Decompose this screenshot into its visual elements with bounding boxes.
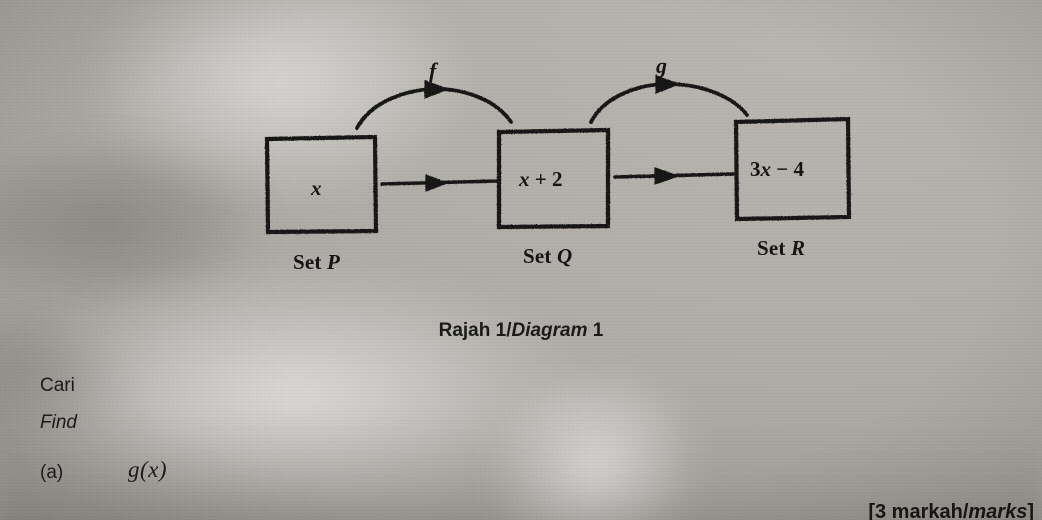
caption-number: 1 (587, 320, 604, 341)
caption-malay: Rajah 1/ (438, 320, 512, 341)
instruction-malay-text: Cari (40, 375, 75, 396)
diagram-caption: Rajah 1/Diagram 1 (0, 320, 1042, 342)
set-label-P-prefix: Set (293, 250, 328, 274)
marks-bracket-close: ] (1027, 501, 1034, 520)
arrow-P-to-Q-head (425, 174, 449, 192)
mapping-label-f: f (429, 58, 436, 84)
mapping-label-g-text: g (656, 53, 667, 78)
function-mapping-diagram (264, 75, 852, 235)
marks-english: marks (968, 501, 1028, 520)
set-label-P-name: P (327, 250, 341, 274)
set-label-Q-prefix: Set (523, 244, 558, 268)
set-R-element: 3x − 4 (750, 157, 804, 182)
mapping-label-g: g (656, 53, 667, 79)
set-box-Q (496, 127, 611, 230)
set-box-P (264, 134, 379, 235)
arrow-Q-to-R-head (654, 167, 680, 185)
marks-count: [3 (868, 501, 892, 520)
question-part-label: (a) (40, 462, 63, 484)
set-label-R: Set R (757, 236, 805, 261)
set-Q-element: x + 2 (519, 167, 562, 192)
set-R-element-variable: x (760, 157, 772, 181)
set-label-R-prefix: Set (757, 236, 792, 260)
mapping-label-f-text: f (429, 58, 437, 83)
set-box-R (733, 116, 852, 222)
instruction-malay: Cari (40, 375, 75, 397)
question-part-expression: g(x) (128, 457, 167, 483)
arc-g-head (655, 75, 681, 94)
set-label-Q-name: Q (557, 244, 573, 268)
set-Q-element-variable: x (519, 167, 530, 191)
set-Q-element-rest: + 2 (529, 167, 563, 191)
instruction-english-text: Find (40, 412, 77, 433)
question-part-expression-text: g(x) (128, 457, 168, 482)
set-P-element: x (311, 176, 322, 201)
question-part-label-text: (a) (40, 462, 64, 483)
marks-allocation: [3 markah/marks] (868, 501, 1034, 520)
arc-g-curve (589, 82, 749, 124)
caption-english: Diagram (511, 320, 588, 341)
instruction-english: Find (40, 412, 77, 434)
set-label-R-name: R (791, 236, 806, 260)
set-P-element-text: x (311, 176, 322, 200)
set-R-element-coefficient: 3 (750, 157, 761, 181)
set-R-element-rest: − 4 (771, 157, 804, 181)
set-label-P: Set P (293, 250, 340, 275)
marks-malay: markah/ (891, 501, 969, 520)
set-label-Q: Set Q (523, 244, 572, 269)
arc-f-head (424, 80, 450, 99)
